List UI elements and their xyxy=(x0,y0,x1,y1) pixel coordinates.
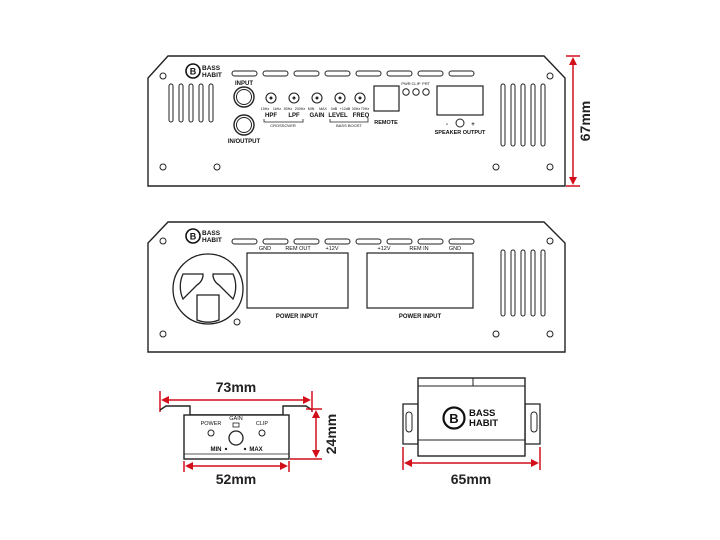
fan-icon xyxy=(172,253,244,325)
screw-holes xyxy=(159,72,554,171)
height-label: 67mm xyxy=(577,101,593,141)
lpf-range-min: 50Hz xyxy=(284,107,293,111)
hpf-label: HPF xyxy=(265,113,277,119)
hpf-range-max: 1kHz xyxy=(273,107,281,111)
power-input-left[interactable] xyxy=(246,252,349,309)
remote-width-outer-label: 73mm xyxy=(216,379,256,395)
logo-letter: B xyxy=(190,67,197,77)
level-range-max: +12dB xyxy=(340,107,351,111)
remote-brand-line1: BASS xyxy=(469,408,495,419)
power-input-right[interactable] xyxy=(366,252,474,309)
svg-text:B: B xyxy=(449,411,458,426)
power-input-label-left: POWER INPUT xyxy=(276,314,319,320)
terminal-gnd-left: GND xyxy=(259,246,271,252)
remote-body xyxy=(183,414,290,460)
top-panel: B BASS HABIT INPUT IN/OUTPUT 15Hz 1kHz 5… xyxy=(147,55,566,187)
remote-height-label: 24mm xyxy=(323,414,339,454)
crossover-label: CROSSOVER xyxy=(270,123,296,128)
led-pwr xyxy=(402,88,410,96)
lpf-label: LPF xyxy=(288,113,300,119)
bottom-right-vents xyxy=(500,249,546,317)
knob-freq[interactable] xyxy=(354,92,366,104)
freq-label: FREQ xyxy=(353,113,370,119)
hpf-range-min: 15Hz xyxy=(261,107,270,111)
gain-label: GAIN xyxy=(310,113,325,119)
rca-in-output[interactable] xyxy=(233,114,255,136)
remote-side-view: B BASS HABIT 65mm xyxy=(402,377,541,487)
remote-max-label: MAX xyxy=(249,447,262,453)
remote-label: REMOTE xyxy=(374,120,398,126)
bass-boost-bracket xyxy=(329,119,369,123)
remote-clip-led xyxy=(258,429,266,437)
remote-brand-logo: B BASS HABIT xyxy=(442,406,498,430)
terminal-12v-right: +12V xyxy=(378,246,391,252)
speaker-screw[interactable] xyxy=(455,118,465,128)
left-vents xyxy=(168,83,214,123)
led-prt xyxy=(422,88,430,96)
rca-input[interactable] xyxy=(233,86,255,108)
remote-clip-label: CLIP xyxy=(256,421,269,427)
terminal-rem-in: REM IN xyxy=(409,246,428,252)
terminal-rem-out: REM OUT xyxy=(285,246,311,252)
gain-range-min: MIN xyxy=(308,107,315,111)
speaker-plus: + xyxy=(471,122,475,128)
remote-power-led xyxy=(207,429,215,437)
speaker-output-label: SPEAKER OUTPUT xyxy=(435,130,486,136)
led-clip-label: CLIP xyxy=(412,81,421,86)
terminal-gnd-right: GND xyxy=(449,246,461,252)
freq-range-min: 30Hz xyxy=(352,107,361,111)
top-slots xyxy=(231,70,475,77)
remote-width-inner-label: 52mm xyxy=(216,471,256,487)
remote-min-label: MIN xyxy=(211,447,222,453)
bottom-panel: B BASS HABIT xyxy=(147,221,566,353)
crossover-bracket xyxy=(263,119,304,123)
freq-range-max: 70Hz xyxy=(361,107,370,111)
remote-gain-icon xyxy=(232,422,240,428)
gain-range-max: MAX xyxy=(319,107,327,111)
remote-port[interactable] xyxy=(373,85,400,112)
remote-side-width-label: 65mm xyxy=(451,471,491,487)
bottom-screw-holes xyxy=(159,237,554,338)
brand-line1: BASS xyxy=(202,65,221,72)
right-vents xyxy=(500,83,546,147)
svg-text:BASS: BASS xyxy=(202,230,221,237)
svg-text:HABIT: HABIT xyxy=(202,237,222,244)
led-prt-label: PRT xyxy=(422,81,430,86)
bottom-slots xyxy=(231,238,475,245)
brand-logo: B BASS HABIT xyxy=(185,63,222,79)
brand-logo-bottom: B BASS HABIT xyxy=(185,228,222,244)
brand-line2: HABIT xyxy=(202,72,222,79)
remote-gain-knob[interactable] xyxy=(228,430,244,446)
in-output-label: IN/OUTPUT xyxy=(228,139,261,145)
remote-brand-line2: HABIT xyxy=(469,418,498,429)
lpf-range-max: 200Hz xyxy=(295,107,306,111)
knob-lpf[interactable] xyxy=(288,92,300,104)
remote-power-label: POWER xyxy=(201,421,222,427)
terminal-12v-left: +12V xyxy=(326,246,339,252)
led-pwr-label: PWR xyxy=(401,81,410,86)
bass-boost-label: BASS BOOST xyxy=(336,123,362,128)
knob-level[interactable] xyxy=(334,92,346,104)
remote-front-view: 73mm GAIN POWER CLIP MIN MAX 52mm 24mm xyxy=(159,379,339,487)
speaker-terminal[interactable] xyxy=(436,85,484,116)
input-label: INPUT xyxy=(235,81,253,87)
knob-gain[interactable] xyxy=(311,92,323,104)
dimension-height: 67mm xyxy=(566,55,593,187)
remote-gain-label: GAIN xyxy=(229,416,242,422)
knob-hpf[interactable] xyxy=(265,92,277,104)
remote-side-body xyxy=(417,377,526,457)
led-clip xyxy=(412,88,420,96)
led-indicators xyxy=(402,88,430,96)
level-range-min: 0dB xyxy=(331,107,338,111)
level-label: LEVEL xyxy=(328,113,348,119)
power-input-label-right: POWER INPUT xyxy=(399,314,442,320)
svg-text:B: B xyxy=(190,232,197,242)
speaker-minus: - xyxy=(446,122,448,128)
